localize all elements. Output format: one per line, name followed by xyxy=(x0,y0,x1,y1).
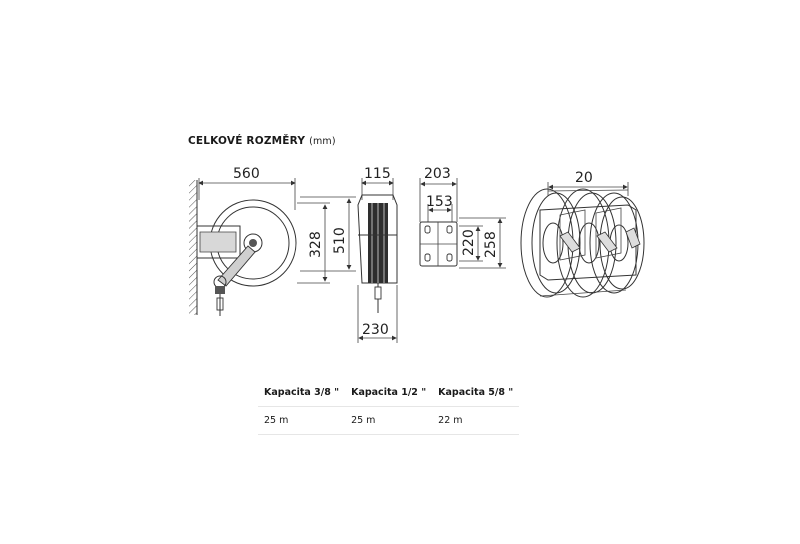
multi-reel-view: 20 xyxy=(520,170,645,298)
front-view: 115 230 xyxy=(357,166,398,343)
capacity-value: 25 m xyxy=(258,406,346,435)
capacity-value-row: 25 m 25 m 22 m xyxy=(258,406,520,435)
capacity-table: Kapacita 3/8 " Kapacita 1/2 " Kapacita 5… xyxy=(258,381,520,435)
dim-label-328: 328 xyxy=(308,231,324,258)
title-unit: (mm) xyxy=(309,136,336,147)
side-view: 560 328 510 xyxy=(189,166,356,316)
capacity-header: Kapacita 5/8 " xyxy=(432,381,520,407)
dim-label-230: 230 xyxy=(362,322,389,338)
diagram-title: CELKOVÉ ROZMĚRY (mm) xyxy=(188,135,336,147)
dim-label-20: 20 xyxy=(575,170,593,186)
dim-label-510: 510 xyxy=(332,227,348,254)
dim-label-153: 153 xyxy=(426,194,453,210)
dim-label-258: 258 xyxy=(483,231,499,258)
capacity-value: 25 m xyxy=(345,406,433,435)
capacity-value: 22 m xyxy=(432,406,520,435)
dim-label-560: 560 xyxy=(233,166,260,182)
capacity-header-row: Kapacita 3/8 " Kapacita 1/2 " Kapacita 5… xyxy=(258,381,520,407)
dim-label-220: 220 xyxy=(461,229,477,256)
bracket-view: 203 153 220 258 xyxy=(419,166,506,269)
dim-label-115: 115 xyxy=(364,166,391,182)
dim-label-203: 203 xyxy=(424,166,451,182)
capacity-header: Kapacita 1/2 " xyxy=(345,381,433,407)
capacity-header: Kapacita 3/8 " xyxy=(258,381,346,407)
title-text: CELKOVÉ ROZMĚRY xyxy=(188,135,306,147)
wall-hatch xyxy=(189,180,197,315)
